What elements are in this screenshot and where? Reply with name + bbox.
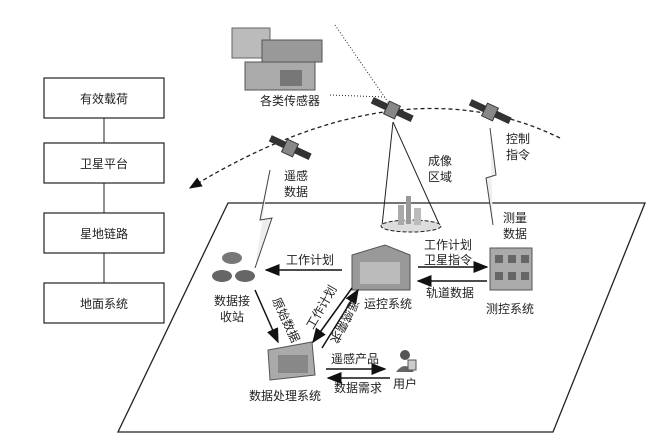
layer-payload: 有效载荷 xyxy=(43,77,165,119)
sensors-label: 各类传感器 xyxy=(260,93,320,108)
user-icon xyxy=(396,350,417,372)
control-cmd-label: 指令 xyxy=(506,147,530,162)
processing-building-icon xyxy=(267,341,316,381)
imaging-area-label: 成像 xyxy=(428,154,452,168)
arrow-rs-demand xyxy=(321,288,359,349)
layer-platform: 卫星平台 xyxy=(43,142,165,184)
layer-ground: 地面系统 xyxy=(43,282,165,324)
layer-stack: 有效载荷 卫星平台 星地链路 地面系统 xyxy=(43,77,165,324)
arrow-plan-to-processing xyxy=(312,287,353,344)
data-demand-label: 数据需求 xyxy=(334,380,382,395)
plan-to-station-label: 工作计划 xyxy=(286,253,334,267)
svg-text:卫星平台: 卫星平台 xyxy=(80,156,128,171)
sensors-image xyxy=(231,27,323,91)
svg-text:地面系统: 地面系统 xyxy=(80,297,128,311)
uplink-bolt xyxy=(485,127,497,226)
ground-plane xyxy=(116,202,646,433)
satellite-icon xyxy=(468,99,512,125)
orbit-data-label: 轨道数据 xyxy=(426,285,474,300)
svg-text:有效载荷: 有效载荷 xyxy=(80,91,128,106)
ttc-building-icon xyxy=(489,247,533,291)
control-cmd-label: 控制 xyxy=(506,132,530,146)
satellite-icon xyxy=(370,97,414,123)
imaging-cone xyxy=(380,121,442,233)
measure-data-label: 数据 xyxy=(503,226,527,241)
ops-label: 运控系统 xyxy=(364,297,412,311)
remote-data-label: 遥感 xyxy=(284,168,308,183)
plan-to-ttc-label: 工作计划 xyxy=(424,238,472,252)
svg-text:星地链路: 星地链路 xyxy=(80,226,128,241)
rs-product-label: 遥感产品 xyxy=(331,351,379,366)
processing-label: 数据处理系统 xyxy=(249,388,321,403)
sat-cmd-label: 卫星指令 xyxy=(424,252,472,267)
rs-demand-label: 遥感需求 xyxy=(327,297,363,346)
imaging-area-label: 区域 xyxy=(428,170,452,184)
measure-data-label: 测量 xyxy=(503,211,527,225)
ttc-label: 测控系统 xyxy=(486,302,534,316)
satellite-icon xyxy=(268,135,312,161)
user-label: 用户 xyxy=(393,376,417,391)
dish-antenna-icon xyxy=(212,252,255,282)
station-label: 收站 xyxy=(220,310,244,324)
raw-data-label: 原始数据 xyxy=(269,295,303,345)
ops-building-icon xyxy=(351,244,411,291)
remote-data-label: 数据 xyxy=(284,184,308,199)
downlink-bolt xyxy=(254,169,273,269)
plan-to-proc-label: 工作计划 xyxy=(303,283,339,332)
station-label: 数据接 xyxy=(214,293,250,308)
layer-link: 星地链路 xyxy=(43,212,165,254)
arrow-raw-data xyxy=(254,289,279,344)
